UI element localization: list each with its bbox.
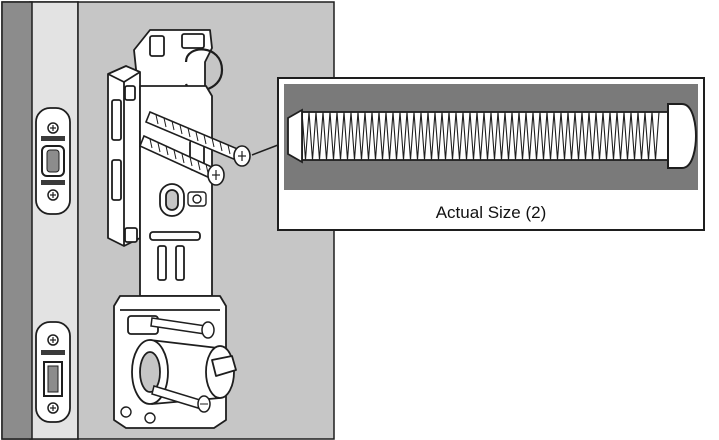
deadbolt-strike-plate: [35, 107, 71, 215]
machine-screw-bottom-upper: [150, 317, 215, 339]
screw-actual-size-icon: [287, 103, 698, 169]
machine-screw-upper: [144, 110, 251, 167]
actual-size-caption: Actual Size (2): [435, 203, 547, 222]
callout-pointer: [251, 144, 279, 156]
machine-screw-lower: [138, 134, 225, 186]
latch-strike-plate: [35, 321, 71, 423]
corner-screw-left: [120, 406, 156, 424]
latch-assembly: [113, 295, 237, 429]
small-bolt: [187, 191, 207, 207]
machine-screw-bottom-lower: [151, 385, 211, 413]
